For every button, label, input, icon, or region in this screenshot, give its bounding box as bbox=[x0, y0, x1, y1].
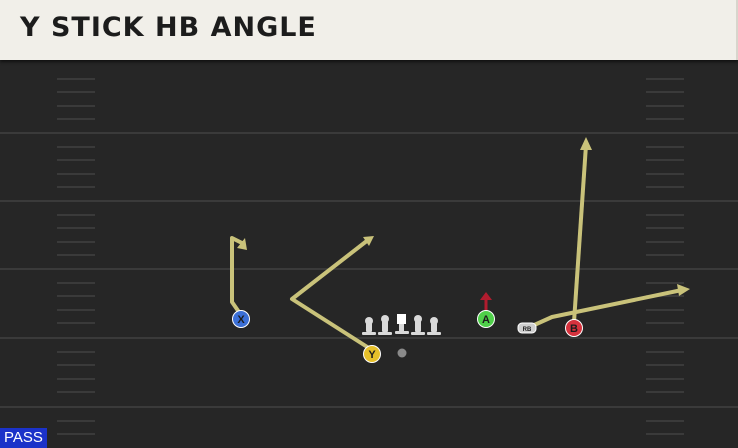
rb-route bbox=[531, 288, 683, 328]
player-rb[interactable]: RB bbox=[517, 322, 537, 334]
player-y[interactable]: Y bbox=[363, 345, 381, 363]
lineman-center bbox=[395, 314, 409, 334]
lineman-lg bbox=[378, 315, 392, 335]
quarterback-marker bbox=[397, 348, 407, 358]
yard-lines bbox=[0, 132, 738, 408]
hash-marks-right bbox=[646, 78, 684, 435]
b-route-arrowhead bbox=[580, 137, 592, 150]
player-b[interactable]: B bbox=[565, 319, 583, 337]
player-rb-label: RB bbox=[523, 327, 532, 333]
b-route bbox=[572, 144, 588, 323]
lineman-rt bbox=[427, 317, 441, 335]
player-y-label: Y bbox=[368, 349, 376, 361]
player-a-label: A bbox=[482, 314, 490, 326]
title-bar: Y STICK HB ANGLE bbox=[0, 0, 738, 60]
play-type-badge: PASS bbox=[0, 428, 47, 448]
y-route bbox=[290, 238, 374, 352]
x-route-arrowhead bbox=[237, 238, 247, 250]
x-route bbox=[230, 236, 243, 317]
hash-marks-left bbox=[57, 78, 95, 435]
offensive-line bbox=[362, 314, 441, 335]
rb-route-arrowhead bbox=[677, 284, 690, 296]
lineman-rg bbox=[411, 315, 425, 335]
player-x[interactable]: X bbox=[232, 310, 250, 328]
y-route-arrowhead bbox=[363, 236, 374, 246]
a-block-arrowhead bbox=[480, 292, 492, 300]
player-a[interactable]: A bbox=[477, 310, 495, 328]
lineman-lt bbox=[362, 317, 376, 335]
play-title: Y STICK HB ANGLE bbox=[20, 12, 317, 43]
player-x-label: X bbox=[237, 314, 245, 326]
player-b-label: B bbox=[570, 323, 578, 335]
